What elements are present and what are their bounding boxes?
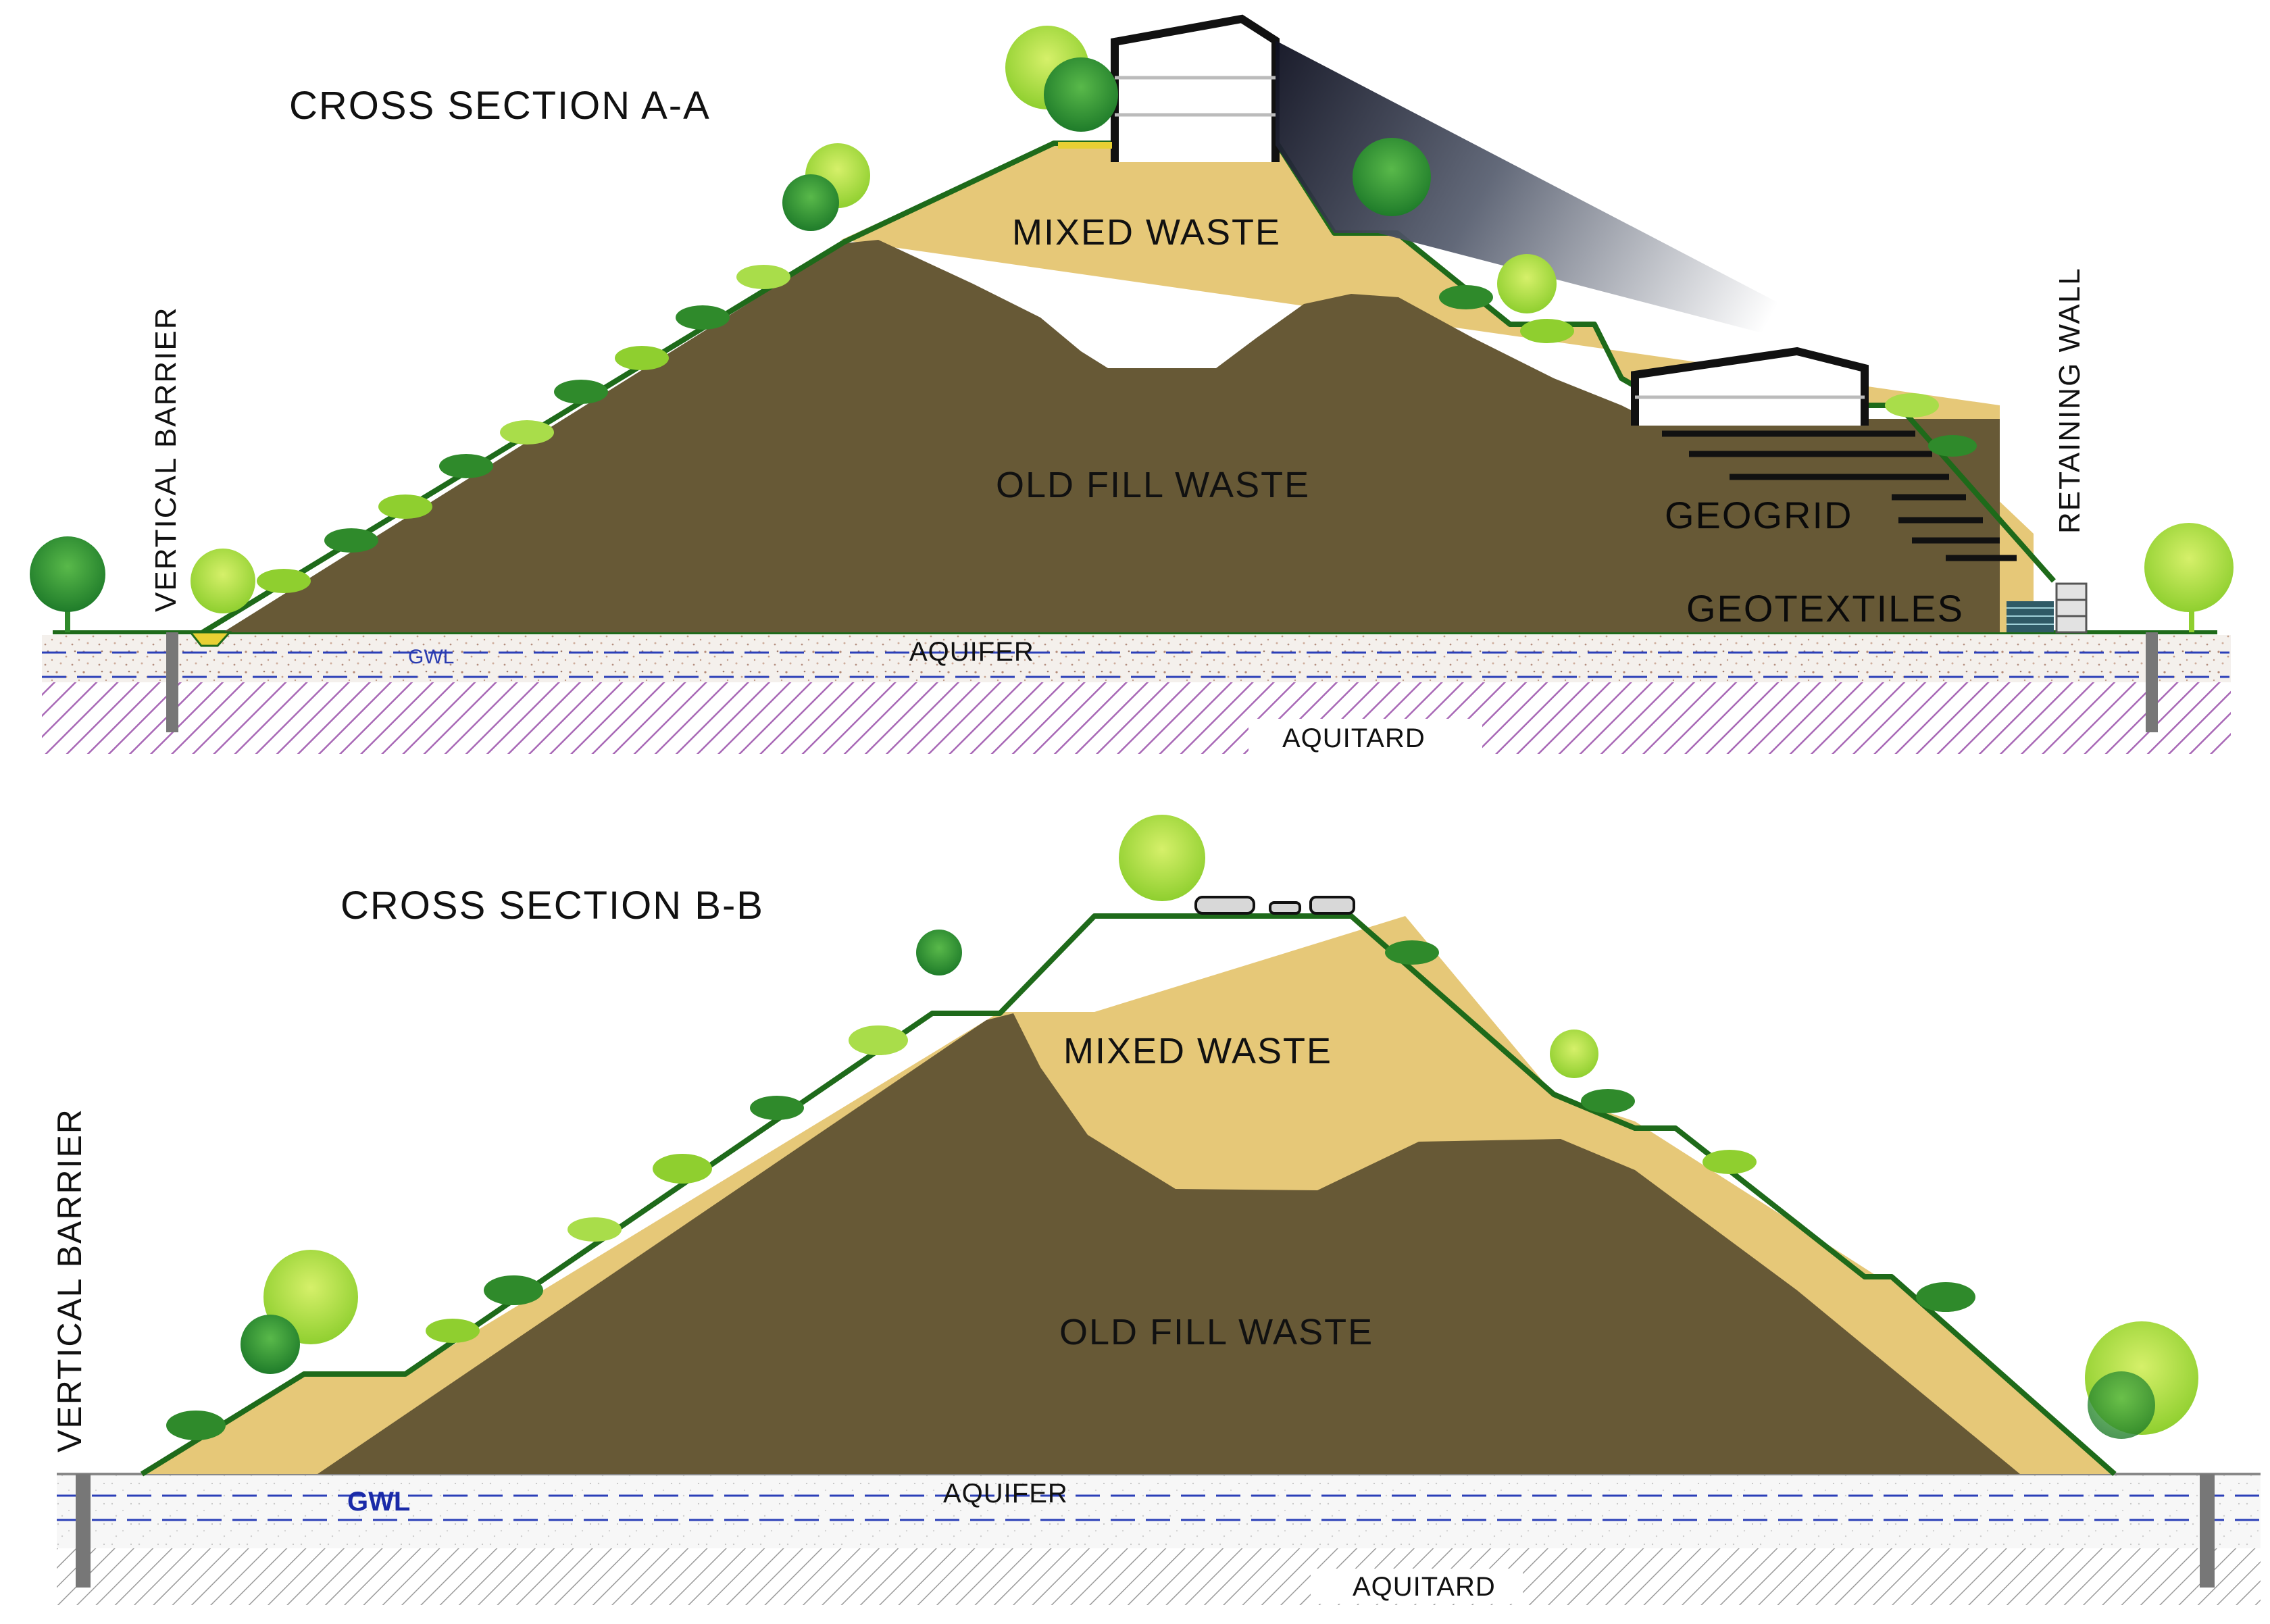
aquitard-layer-a: [42, 681, 2231, 754]
tree-left-b: [241, 1250, 358, 1374]
vegetation-slope-a: [257, 265, 1977, 593]
cover-line-b: [140, 913, 2117, 1477]
section-a-mixed-waste-label: MIXED WASTE: [1012, 212, 1281, 253]
vertical-barrier-post-left-b: [76, 1474, 91, 1588]
aquifer-layer-b: [57, 1474, 2261, 1548]
geogrid-layers-a: [1662, 430, 2017, 561]
old-fill-waste-zone-b: [318, 1013, 2020, 1474]
section-a-title: CROSS SECTION A-A: [289, 84, 711, 128]
section-b-aquitard-label-bg: [1311, 1569, 1523, 1604]
section-b-old-fill-label: OLD FILL WASTE: [1059, 1312, 1373, 1352]
tree-top-cluster-a: [782, 26, 1118, 231]
aquifer-layer-a: [42, 635, 2231, 682]
section-a-retaining-wall-label: RETAINING WALL: [2053, 267, 2086, 534]
section-a-gwl-label: GWL: [408, 646, 454, 668]
tree-right-ground-b: [2085, 1321, 2198, 1439]
canopy-roof-a: [1276, 41, 1871, 361]
retaining-wall-blocks-a: [2055, 582, 2088, 634]
mixed-waste-zone-a: [841, 143, 2034, 632]
section-a-aquitard-label: AQUITARD: [1282, 724, 1426, 753]
aquitard-layer-b: [57, 1547, 2261, 1605]
section-a-geotextiles-label: GEOTEXTILES: [1686, 587, 1964, 630]
section-a-vertical-barrier-label: VERTICAL BARRIER: [149, 306, 182, 612]
section-b-vertical-barrier-label: VERTICAL BARRIER: [51, 1108, 89, 1452]
vertical-barrier-post-right-a: [2146, 632, 2158, 732]
section-b-aquifer-label: AQUIFER: [943, 1479, 1068, 1508]
cross-section-a: CROSS SECTION A-A MIXED WASTE OLD FILL W…: [30, 14, 2234, 754]
section-a-aquitard-label-bg: [1248, 719, 1482, 754]
section-a-old-fill-label: OLD FILL WASTE: [996, 465, 1310, 505]
cross-section-b: CROSS SECTION B-B MIXED WASTE OLD FILL W…: [51, 815, 2261, 1605]
section-a-geogrid-label: GEOGRID: [1665, 494, 1852, 536]
section-a-aquifer-label: AQUIFER: [909, 637, 1034, 667]
section-b-mixed-waste-label: MIXED WASTE: [1063, 1031, 1332, 1071]
tree-left-ground-a: [30, 536, 105, 632]
geotextiles-stripes-a: [2007, 607, 2054, 625]
tree-slope-base-a: [191, 549, 255, 613]
vertical-barrier-post-right-b: [2200, 1474, 2215, 1588]
tree-top-b: [916, 815, 1205, 975]
vehicles-top-b: [1194, 896, 1355, 915]
lower-building-a: [1631, 347, 1869, 426]
tree-right-slope-b: [1550, 1030, 1598, 1078]
section-b-aquitard-label: AQUITARD: [1353, 1572, 1496, 1602]
drain-trench-a: [188, 631, 232, 647]
section-b-gwl-label: GWL: [347, 1487, 410, 1517]
vertical-barrier-post-left-a: [166, 632, 178, 732]
tree-right-ground-a: [2144, 523, 2234, 632]
old-fill-waste-zone-a: [223, 240, 2000, 632]
section-b-title: CROSS SECTION B-B: [340, 884, 764, 928]
vegetation-slope-b: [166, 940, 1975, 1440]
tree-right-slope-a: [1353, 138, 1557, 313]
